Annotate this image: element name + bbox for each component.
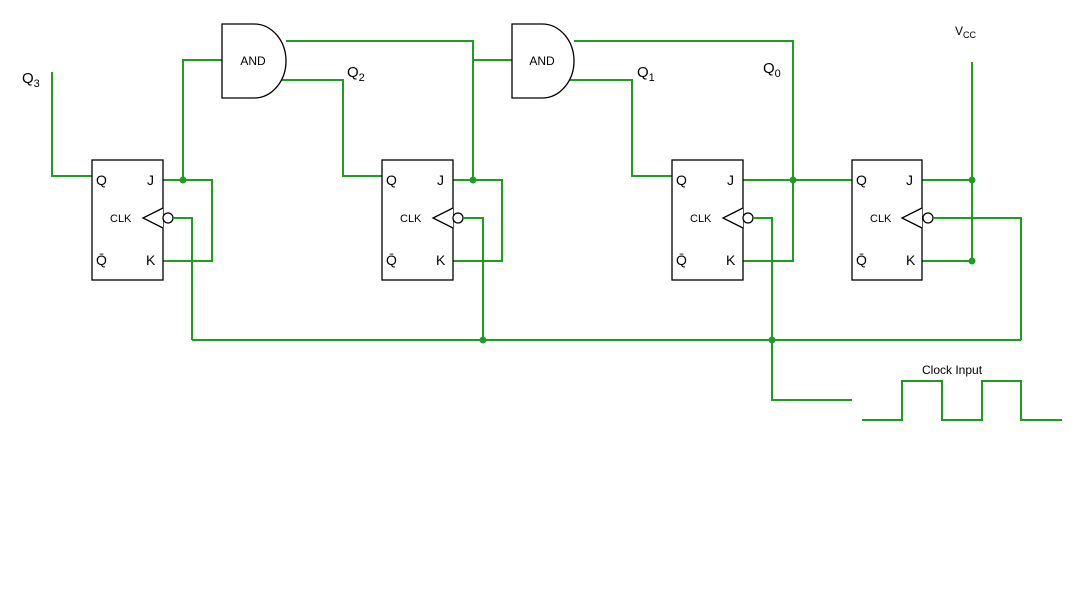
wire-vcc (922, 62, 973, 262)
junction-dot (469, 176, 477, 184)
junction-dot (479, 336, 487, 344)
clock-triangle-icon (721, 207, 744, 229)
wire-and1-out (286, 40, 474, 180)
label-q1: Q1 (637, 64, 655, 84)
jk-flipflop-3: Q J CLK Q̄ K (91, 159, 174, 281)
wire-and1-to-ff3 (182, 59, 222, 180)
label-q0: Q0 (763, 60, 781, 80)
inversion-bubble-icon (162, 212, 174, 224)
pin-qbar: Q̄ (676, 252, 687, 268)
junction-dot (768, 336, 776, 344)
jk-flipflop-1: Q J CLK Q̄ K (671, 159, 754, 281)
clock-triangle-icon (141, 207, 164, 229)
pin-q: Q (386, 172, 397, 188)
label-vcc: VCC (955, 24, 977, 40)
junction-dots (179, 176, 976, 344)
pin-q: Q (856, 172, 867, 188)
clock-waveform (862, 380, 1062, 421)
pin-qbar: Q̄ (856, 252, 867, 268)
pin-k: K (906, 252, 916, 268)
and-gate-2: AND (511, 23, 575, 99)
wire-q2 (222, 79, 382, 177)
pin-q: Q (96, 172, 107, 188)
pin-q: Q (676, 172, 687, 188)
pin-j: J (147, 172, 154, 188)
jk-flipflop-2: Q J CLK Q̄ K (381, 159, 464, 281)
pin-qbar: Q̄ (96, 252, 107, 268)
wire-q3-output (51, 72, 92, 177)
pin-clk: CLK (400, 213, 422, 225)
wire-ff1-clk (754, 217, 852, 401)
inversion-bubble-icon (452, 212, 464, 224)
pin-clk: CLK (690, 213, 712, 225)
pin-clk: CLK (870, 213, 892, 225)
junction-dot (968, 176, 976, 184)
wire-ff2-clk (464, 217, 484, 340)
label-q3: Q3 (22, 70, 40, 90)
wire-ff3-clk (174, 217, 193, 340)
junction-dot (789, 176, 797, 184)
pin-clk: CLK (110, 213, 132, 225)
wire-ff0-clk (934, 217, 1022, 340)
and-gate-label: AND (240, 54, 266, 68)
clock-input-label: Clock Input (922, 363, 983, 377)
and-gate-1: AND (221, 23, 287, 99)
clock-triangle-icon (431, 207, 454, 229)
pin-j: J (437, 172, 444, 188)
pin-k: K (146, 252, 156, 268)
wire-ff3-jk (163, 179, 213, 262)
label-q2: Q2 (347, 64, 365, 84)
clock-triangle-icon (900, 207, 923, 229)
pin-k: K (726, 252, 736, 268)
pin-j: J (727, 172, 734, 188)
inversion-bubble-icon (742, 212, 754, 224)
junction-dot (968, 257, 976, 265)
inversion-bubble-icon (922, 212, 934, 224)
wire-and2-out-q0 (574, 40, 794, 262)
pin-qbar: Q̄ (386, 252, 397, 268)
wire-q1 (512, 79, 672, 177)
junction-dot (179, 176, 187, 184)
wire-ff2-jk (453, 179, 503, 262)
and-gate-label: AND (529, 54, 555, 68)
pin-j: J (906, 172, 913, 188)
jk-flipflop-0: Q J CLK Q̄ K (851, 159, 934, 281)
pin-k: K (436, 252, 446, 268)
